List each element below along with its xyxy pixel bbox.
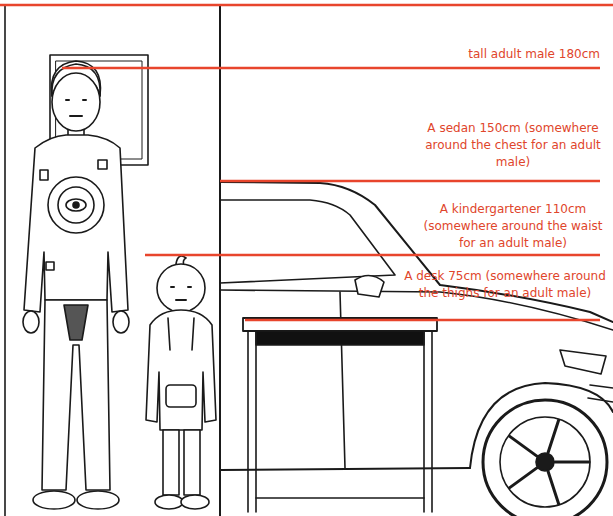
car-headlight [560,350,606,374]
kid-leg [184,430,200,495]
hoodie-strings [168,318,194,350]
desk-crossbar [256,497,424,499]
car-spokes [509,420,589,504]
sweater-logo [48,177,104,233]
sweater-patch [98,160,107,169]
wall-edge [219,6,221,516]
man-face [66,100,86,116]
kid-shoe [181,495,209,509]
car-rim [500,417,590,507]
hoodie-pocket [166,385,196,407]
man-sweater [24,135,128,312]
car-tire [483,400,607,516]
height-line [62,67,600,70]
man-hand [23,311,39,333]
height-label: A desk 75cm (somewhere around the thighs… [400,268,610,302]
kid-face [171,287,191,300]
car-grille [588,385,613,402]
wall-edge [4,6,6,516]
sweater-logo [66,199,86,211]
kid-shoe [155,495,183,509]
man-hand [113,311,129,333]
kid-head [157,264,205,312]
height-line [145,254,600,257]
desk-legs [248,331,432,512]
man-shoe [77,491,119,509]
height-line [220,180,600,183]
sweater-patch [46,262,54,270]
height-lines [0,5,613,320]
car-body [220,182,613,322]
height-line [245,319,600,322]
car-hub [536,453,554,471]
height-label: A kindergartener 110cm (somewhere around… [418,201,608,252]
car-mirror [355,275,384,297]
man-pants [42,300,110,490]
man-head [52,73,100,131]
kid-hoodie [146,310,216,430]
sweater-patch [40,170,48,180]
height-label: A sedan 150cm (somewhere around the ches… [418,120,608,171]
man-shoe [33,491,75,509]
ink-drawing [5,6,613,516]
man-pants-pattern [64,305,88,340]
car-window [220,200,395,283]
sweater-logo [58,187,94,223]
kid-leg [163,430,179,495]
sweater-logo [73,202,79,208]
height-line [0,4,613,7]
desk-drawer [256,331,424,345]
height-label: tall adult male 180cm [380,46,600,63]
